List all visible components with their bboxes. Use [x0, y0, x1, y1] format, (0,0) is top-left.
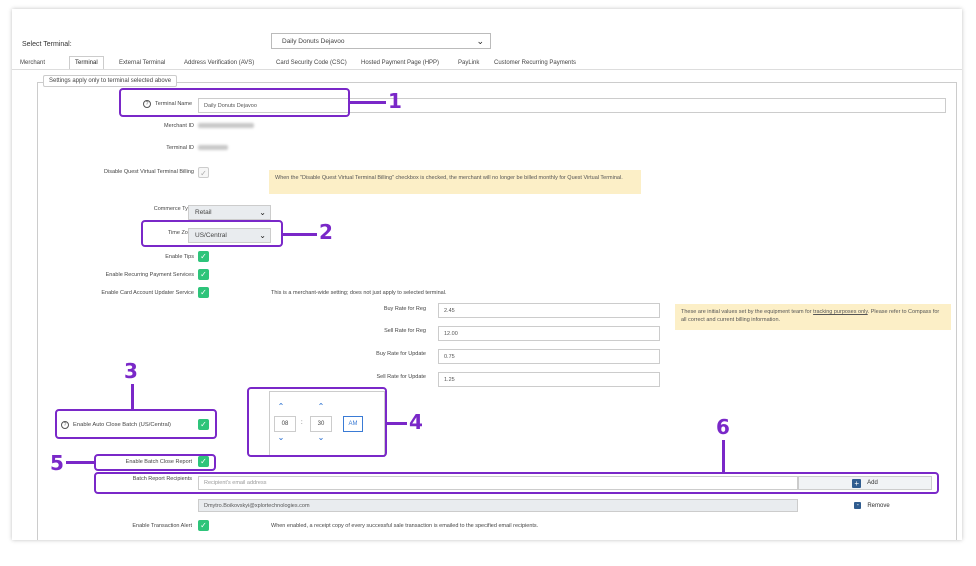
enable-tips-checkbox[interactable]: ✓: [198, 251, 209, 262]
plus-icon: +: [852, 478, 862, 488]
tab-avs[interactable]: Address Verification (AVS): [184, 60, 255, 66]
enable-recurring-checkbox[interactable]: ✓: [198, 269, 209, 280]
buy-rate-update-label: Buy Rate for Update: [376, 351, 426, 357]
tab-divider: [12, 69, 962, 70]
remove-recipient-button[interactable]: -Remove: [798, 499, 946, 512]
auto-close-label: ?Enable Auto Close Batch (US/Central): [61, 421, 171, 429]
sell-rate-reg-label: Sell Rate for Reg: [384, 328, 426, 334]
annotation-number-6: 6: [716, 415, 730, 439]
hour-up-icon[interactable]: ⌃: [277, 402, 285, 411]
tab-bar: Merchant Terminal External Terminal Addr…: [12, 56, 962, 70]
chevron-down-icon: ⌄: [476, 36, 484, 46]
enable-recurring-label: Enable Recurring Payment Services: [105, 272, 194, 278]
auto-close-checkbox[interactable]: ✓: [198, 419, 209, 430]
time-separator: :: [301, 420, 303, 426]
annotation-number-2: 2: [319, 220, 333, 244]
hour-down-icon[interactable]: ⌄: [277, 433, 285, 442]
annotation-box-1: [119, 88, 350, 117]
select-terminal-label: Select Terminal:: [22, 41, 72, 48]
hour-input[interactable]: 08: [274, 416, 296, 432]
annotation-line-6: [722, 440, 725, 473]
updater-note: This is a merchant-wide setting; does no…: [271, 290, 447, 296]
annotation-number-3: 3: [124, 359, 138, 383]
annotation-number-1: 1: [388, 89, 402, 113]
batch-close-report-checkbox[interactable]: ✓: [198, 456, 209, 467]
enable-updater-label: Enable Card Account Updater Service: [101, 290, 194, 296]
enable-tips-label: Enable Tips: [165, 254, 194, 260]
annotation-line-5: [66, 461, 94, 464]
enable-updater-checkbox[interactable]: ✓: [198, 287, 209, 298]
time-zone-label: Time Zone: [167, 230, 194, 236]
annotation-box-2: [141, 220, 283, 247]
settings-fieldset: [37, 82, 957, 540]
commerce-type-label: Commerce Type: [153, 206, 194, 212]
annotation-number-5: 5: [50, 451, 64, 475]
tab-merchant[interactable]: Merchant: [20, 60, 46, 66]
terminal-name-label: ?Terminal Name: [92, 100, 192, 108]
rates-note: These are initial values set by the equi…: [675, 304, 951, 330]
commerce-type-select[interactable]: Retail ⌄: [188, 205, 271, 220]
minute-up-icon[interactable]: ⌃: [317, 402, 325, 411]
settings-legend: Settings apply only to terminal selected…: [43, 75, 178, 87]
annotation-number-4: 4: [409, 410, 423, 434]
time-zone-select[interactable]: US/Central ⌄: [188, 228, 271, 243]
transaction-alert-label: Enable Transaction Alert: [132, 523, 192, 529]
disable-billing-checkbox[interactable]: ✓: [198, 167, 209, 178]
tab-paylink[interactable]: PayLink: [458, 60, 480, 66]
disable-billing-label: Disable Quest Virtual Terminal Billing: [104, 169, 194, 175]
annotation-line-4: [387, 422, 407, 425]
terminal-id-label: Terminal ID: [166, 145, 194, 151]
help-icon[interactable]: ?: [61, 421, 69, 429]
settings-card: Select Terminal: Daily Donuts Dejavoo ⌄ …: [12, 9, 962, 540]
help-icon[interactable]: ?: [143, 100, 152, 108]
transaction-alert-note: When enabled, a receipt copy of every su…: [271, 523, 539, 529]
chevron-down-icon: ⌄: [259, 231, 266, 240]
minute-down-icon[interactable]: ⌄: [317, 433, 325, 442]
batch-recipients-label: Batch Report Recipients: [132, 476, 192, 482]
annotation-line-2: [283, 233, 317, 236]
annotation-box-4: [247, 387, 387, 457]
annotation-box-3: [55, 409, 217, 439]
existing-recipient: Dmytro.Boikovskyi@xplortechnologies.com: [198, 499, 798, 512]
recipient-email-input[interactable]: Recipient's email address: [198, 476, 798, 490]
buy-rate-reg-label: Buy Rate for Reg: [383, 306, 426, 312]
tab-terminal[interactable]: Terminal: [69, 56, 104, 70]
batch-close-report-label: Enable Batch Close Report: [125, 459, 192, 465]
annotation-box-6: [94, 472, 939, 494]
add-recipient-button[interactable]: +Add: [798, 476, 932, 490]
tracking-purposes-link[interactable]: tracking purposes only: [813, 309, 868, 315]
sell-rate-reg-input[interactable]: 12.00: [438, 326, 660, 341]
annotation-line-1: [350, 101, 386, 104]
terminal-select[interactable]: Daily Donuts Dejavoo ⌄: [271, 33, 491, 49]
tab-external-terminal[interactable]: External Terminal: [119, 60, 166, 66]
transaction-alert-checkbox[interactable]: ✓: [198, 520, 209, 531]
minute-input[interactable]: 30: [310, 416, 332, 432]
tab-hpp[interactable]: Hosted Payment Page (HPP): [361, 60, 440, 66]
ampm-toggle[interactable]: AM: [343, 416, 363, 432]
tab-csc[interactable]: Card Security Code (CSC): [276, 60, 347, 66]
buy-rate-reg-input[interactable]: 2.45: [438, 303, 660, 318]
annotation-box-5: [94, 454, 216, 471]
sell-rate-update-label: Sell Rate for Update: [376, 374, 426, 380]
terminal-select-value: Daily Donuts Dejavoo: [282, 38, 345, 45]
minus-icon: -: [854, 502, 862, 509]
buy-rate-update-input[interactable]: 0.75: [438, 349, 660, 364]
merchant-id-value-redacted: [198, 123, 254, 128]
annotation-line-3: [131, 384, 134, 409]
tab-customer-recurring[interactable]: Customer Recurring Payments: [494, 60, 577, 66]
sell-rate-update-input[interactable]: 1.25: [438, 372, 660, 387]
chevron-down-icon: ⌄: [259, 208, 266, 217]
disable-billing-note: When the "Disable Quest Virtual Terminal…: [269, 170, 641, 194]
merchant-id-label: Merchant ID: [164, 123, 194, 129]
terminal-id-value-redacted: [198, 145, 228, 150]
